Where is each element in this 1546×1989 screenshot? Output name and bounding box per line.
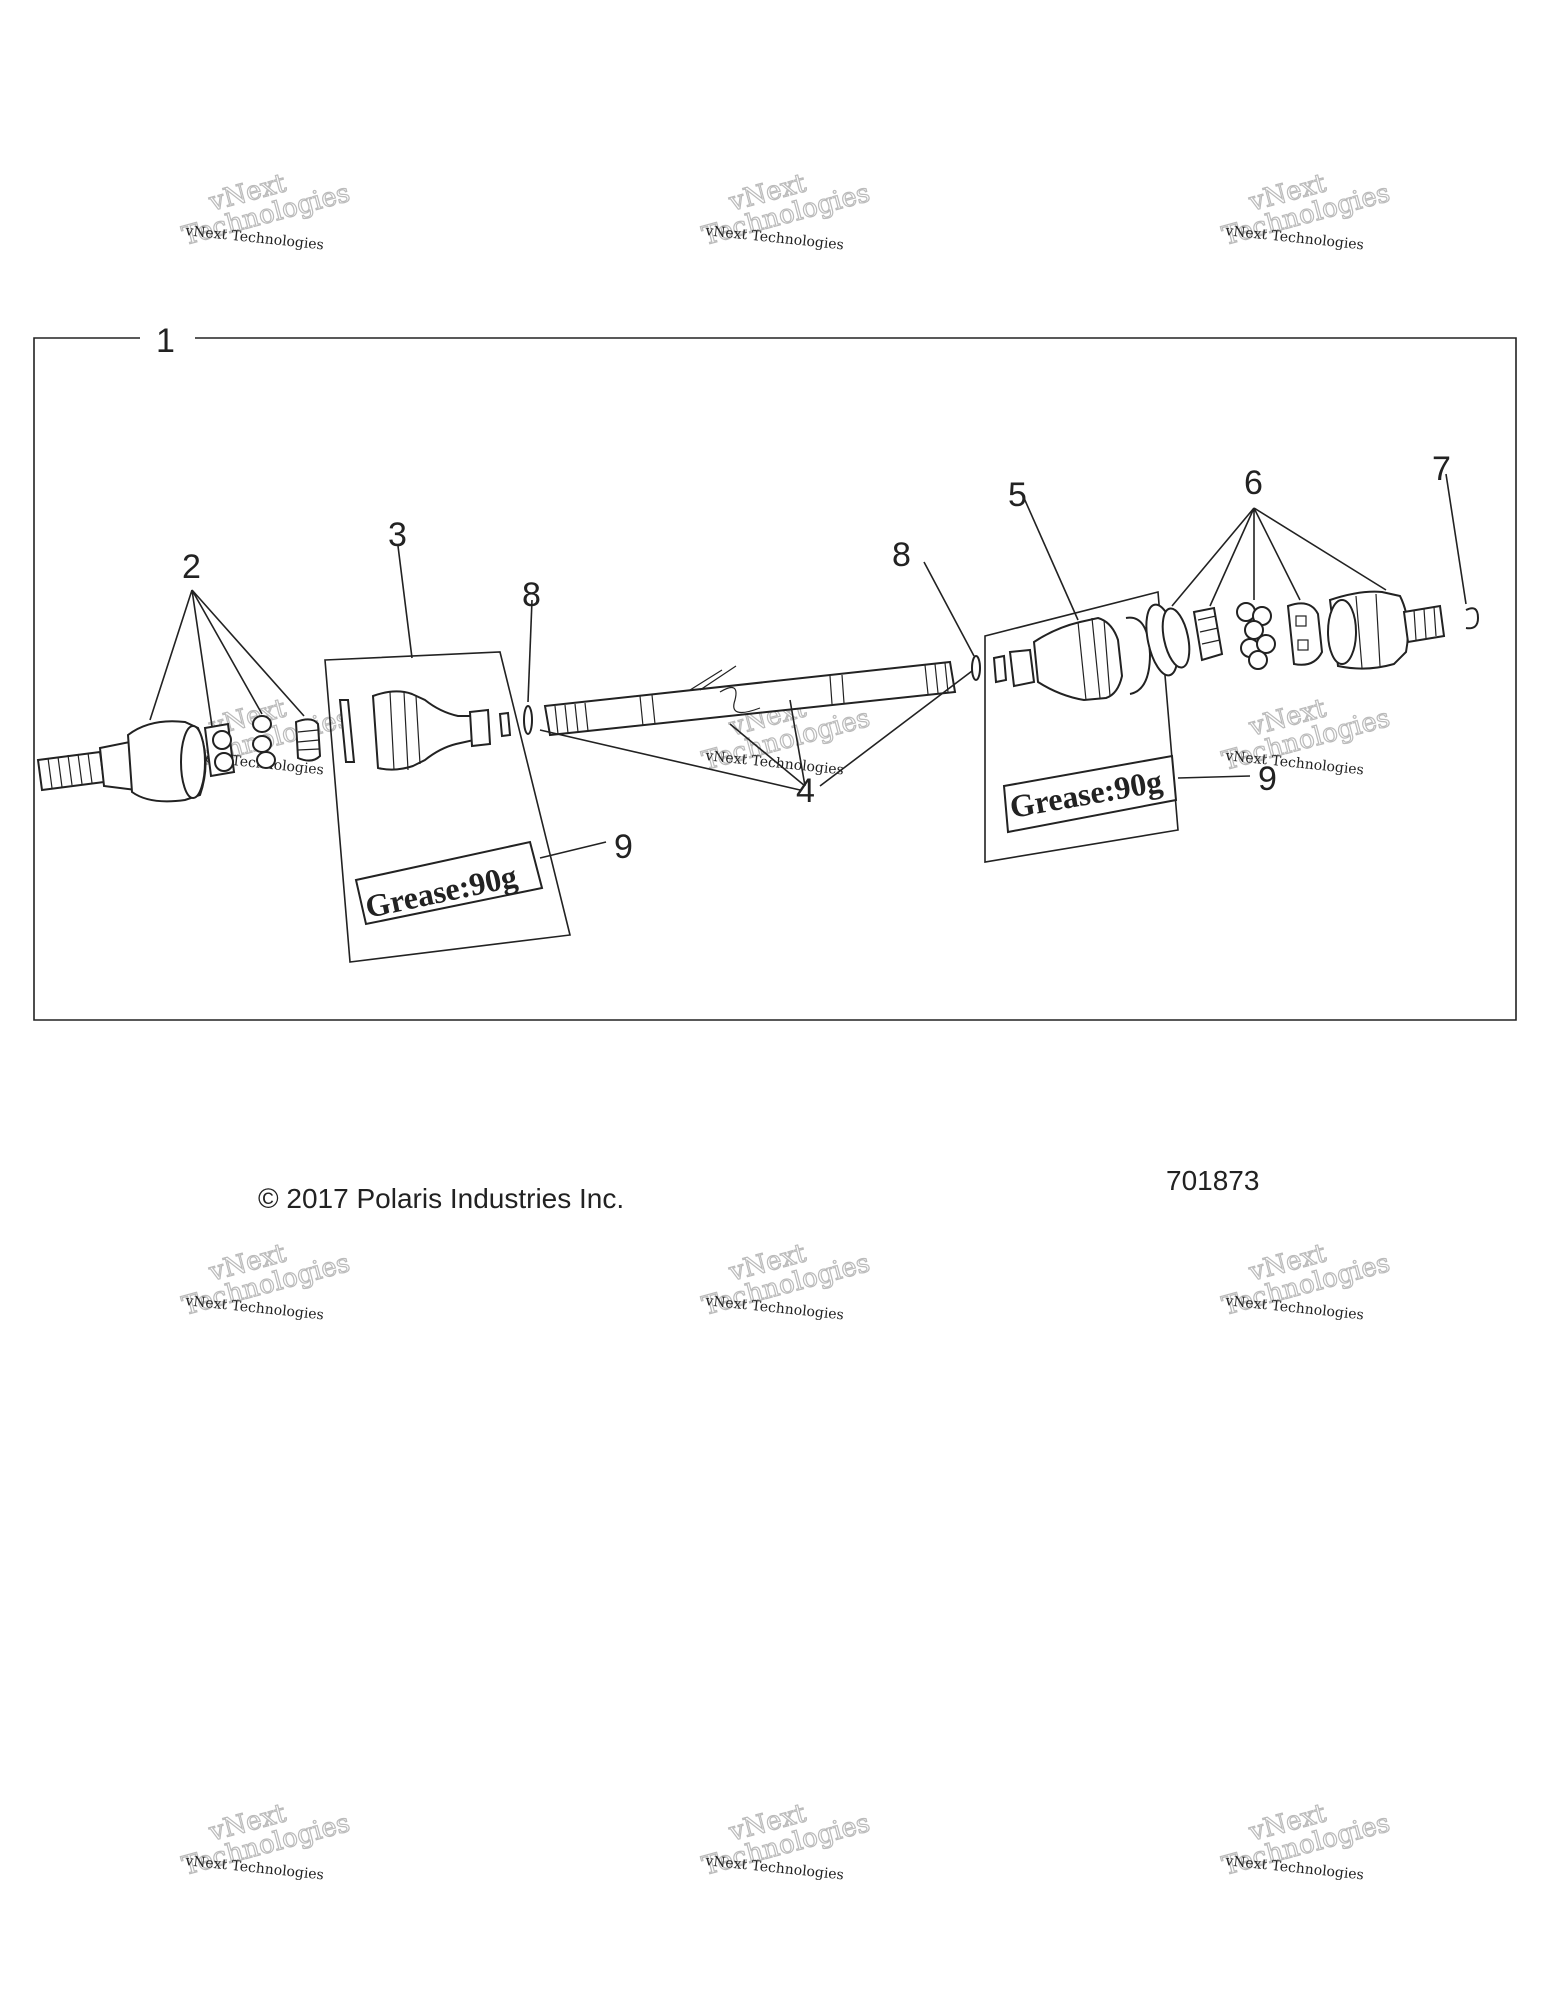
watermarks: Technologies vNext vNext Technologies Te… — [178, 168, 1393, 1884]
boot-kit-inner: Grease:90g — [324, 651, 571, 963]
inner-race-cage-balls — [203, 715, 322, 778]
callout-5: 5 — [1008, 476, 1027, 514]
outer-cv-joint — [36, 720, 207, 803]
snap-ring: 7 — [1432, 450, 1480, 630]
callout-2: 2 — [182, 548, 201, 586]
callout-5-leader: 5 — [1008, 476, 1079, 621]
callout-9-right-leader: 9 — [1177, 760, 1277, 798]
callout-9-left-leader: 9 — [539, 828, 633, 866]
callout-3: 3 — [388, 516, 407, 554]
assembly-frame: 1 — [33, 322, 1517, 1021]
callout-4: 4 — [796, 772, 815, 810]
circlip-right: 8 — [892, 536, 981, 681]
callout-3-leader: 3 — [388, 516, 413, 659]
callout-8-right: 8 — [892, 536, 911, 574]
axle-shaft — [543, 660, 957, 737]
callout-7: 7 — [1432, 450, 1451, 488]
callout-1: 1 — [156, 322, 175, 360]
callout-9-right: 9 — [1258, 760, 1277, 798]
inner-cv-joint — [1145, 590, 1446, 677]
callout-6: 6 — [1244, 464, 1263, 502]
circlip-left: 8 — [522, 576, 541, 735]
callout-2-leaders: 2 — [149, 548, 305, 727]
copyright-text: © 2017 Polaris Industries Inc. — [258, 1183, 624, 1214]
figure-number: 701873 — [1166, 1165, 1259, 1196]
callout-4-leaders: 4 — [539, 667, 977, 810]
callout-8-left: 8 — [522, 576, 541, 614]
callout-6-leaders: 6 — [1171, 464, 1387, 607]
callout-9-left: 9 — [614, 828, 633, 866]
